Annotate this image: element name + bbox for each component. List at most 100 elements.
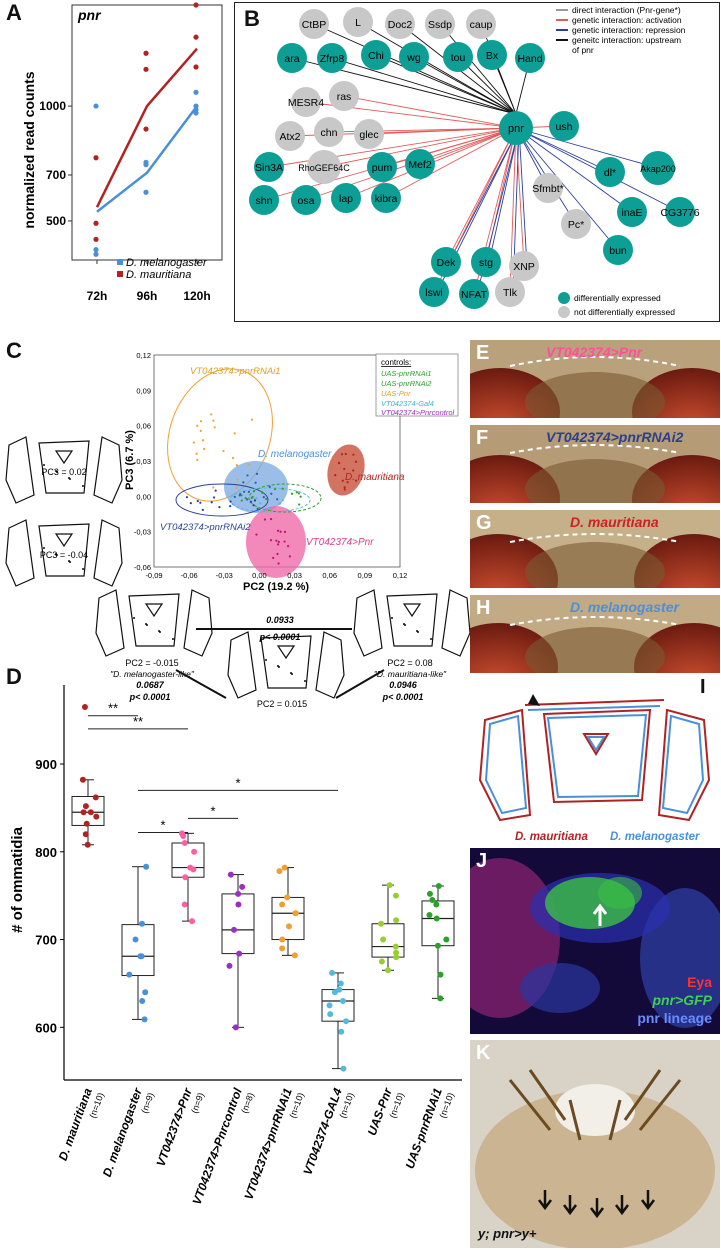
c-point <box>272 556 275 559</box>
c-head-shape <box>353 589 470 657</box>
d-point <box>434 942 441 949</box>
b-node-label: wg <box>406 52 421 64</box>
b-node-label: Tlk <box>503 287 518 299</box>
b-legend-text: direct interaction (Pnr-gene*) <box>572 5 681 15</box>
shape-right-label: PC2 = 0.08 <box>387 658 432 668</box>
c-point <box>261 491 264 494</box>
c-point <box>247 490 250 493</box>
d-point <box>393 954 400 961</box>
b-node-label: lswi <box>425 287 443 299</box>
b-edge <box>439 23 517 115</box>
c-head-eye <box>353 589 383 657</box>
dist-left-p: p< 0.0001 <box>129 692 171 702</box>
c-head-dot <box>277 665 279 667</box>
b-node <box>431 247 461 277</box>
c-point <box>235 486 238 489</box>
panel-label-j: J <box>476 850 488 872</box>
d-xtick-label: VT042374-GAL4 <box>300 1086 345 1177</box>
d-box <box>121 924 155 977</box>
c-point <box>253 499 257 502</box>
d-sig-label: ** <box>108 701 118 716</box>
c-head-vertex <box>260 635 312 689</box>
c-point <box>254 481 257 484</box>
a-point <box>193 2 199 8</box>
b-node <box>317 43 347 73</box>
d-point <box>239 883 246 890</box>
c-point <box>242 481 245 484</box>
c-head-eye <box>95 589 125 657</box>
d-point <box>132 936 139 943</box>
panel-label-i: I <box>700 676 706 698</box>
c-point <box>218 506 221 509</box>
c-head-dot <box>304 680 306 682</box>
c-point <box>199 429 202 432</box>
b-edge <box>368 127 517 135</box>
d-xtick-label: D. mauritiana <box>56 1086 95 1163</box>
c-head-dot <box>82 485 84 487</box>
c-point <box>337 461 341 464</box>
b-node <box>477 40 507 70</box>
c-point <box>189 502 192 505</box>
c-ytick: -0,03 <box>134 528 151 537</box>
panel-g-image <box>470 510 720 588</box>
panel-label-e: E <box>476 342 490 364</box>
b-node-label: chn <box>321 127 338 139</box>
panel-h-title: D. melanogaster <box>570 599 679 615</box>
d-point <box>92 794 99 801</box>
b-node-label: stg <box>479 257 493 269</box>
c-point <box>222 449 225 453</box>
panel-e-title: VT042374>Pnr <box>546 344 643 360</box>
c-point <box>352 469 355 472</box>
a-mean-line <box>96 105 198 213</box>
shape-bottom-label: PC2 = 0.015 <box>257 699 307 709</box>
d-point <box>139 998 146 1004</box>
a-point <box>193 89 199 95</box>
d-point <box>279 901 286 908</box>
c-ellipse-gal4 <box>229 487 311 513</box>
b-node-label: pum <box>372 162 393 174</box>
c-ellipse-mel <box>224 461 288 513</box>
c-point <box>201 508 204 511</box>
c-xtick: -0,03 <box>216 571 233 580</box>
pc3-pos: PC3 = 0.02 <box>41 467 86 477</box>
c-ellipse-rnai2 <box>175 483 269 517</box>
d-point <box>337 980 344 987</box>
a-point <box>193 106 199 113</box>
d-point <box>141 1016 148 1023</box>
panel-h-image <box>470 595 720 673</box>
b-node-label: MESR4 <box>288 97 324 109</box>
b-node <box>471 247 501 277</box>
panel-c-ylabel: PC3 (6.7 %) <box>124 430 136 490</box>
c-point <box>283 540 286 543</box>
c-head-eye <box>93 519 123 587</box>
d-point <box>392 892 399 899</box>
d-point <box>236 950 243 957</box>
c-point <box>201 439 205 442</box>
b-node <box>405 149 435 179</box>
b-node <box>361 40 391 70</box>
c-xtick: 0,00 <box>252 571 267 580</box>
d-point <box>392 943 399 950</box>
c-head-dot <box>265 659 267 661</box>
shape-left-label: PC2 = -0.015 <box>125 658 178 668</box>
panel-f-image <box>470 425 720 503</box>
controls-title: controls: <box>381 358 411 367</box>
d-point <box>338 1028 345 1035</box>
b-node <box>425 9 455 39</box>
b-node <box>277 43 307 73</box>
c-head-vertex <box>128 593 180 647</box>
b-node <box>509 251 539 281</box>
b-node-label: Hand <box>517 53 542 65</box>
d-point <box>331 989 338 996</box>
c-point <box>250 496 253 500</box>
b-edge <box>515 127 619 251</box>
c-point <box>259 502 262 505</box>
a-point <box>93 155 99 161</box>
panel-j-lineage: pnr lineage <box>637 1010 712 1026</box>
c-point <box>212 496 216 499</box>
c-ytick: 0,03 <box>136 457 151 466</box>
b-node <box>595 157 625 187</box>
d-point <box>82 803 89 810</box>
b-edge <box>515 127 659 169</box>
c-head-eye <box>93 436 123 504</box>
